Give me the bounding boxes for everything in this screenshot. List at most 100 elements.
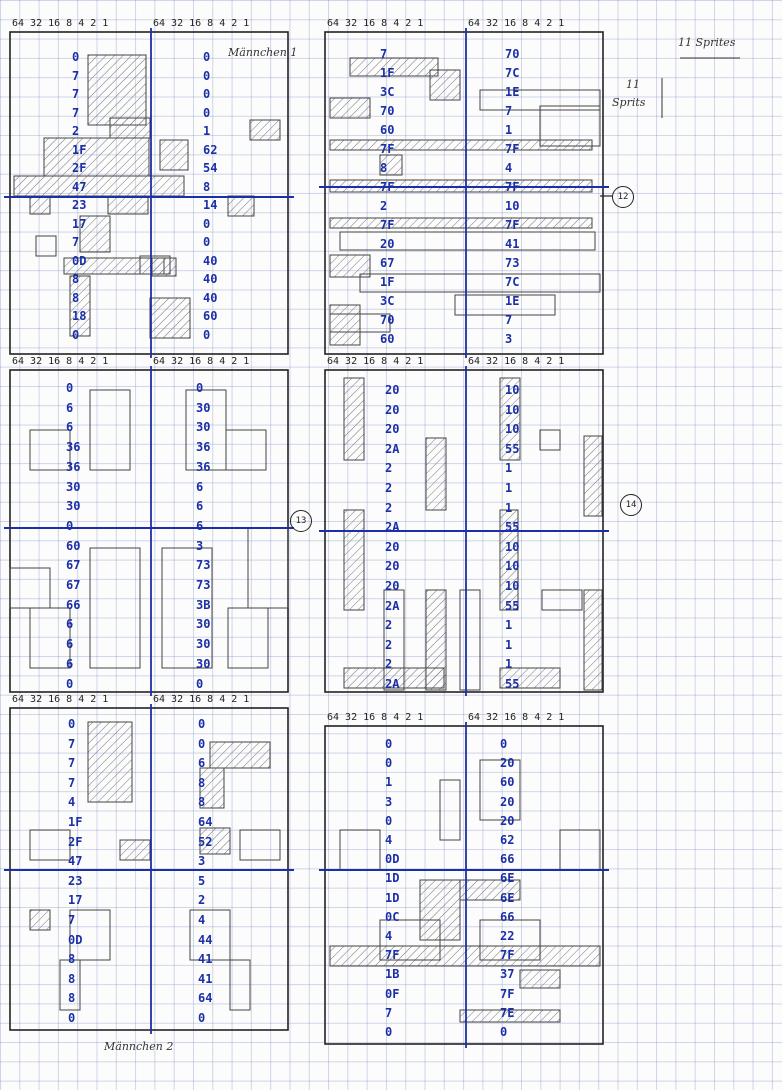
outlined-pixel-block — [479, 919, 541, 961]
figure-number-circle: 14 — [620, 494, 642, 516]
left-hex-value: 2 — [385, 657, 393, 672]
left-hex-value: 0 — [385, 813, 393, 828]
left-hex-value: 7F — [380, 180, 395, 194]
left-hex-value: 47 — [72, 179, 87, 194]
left-hex-value: 8 — [380, 161, 388, 175]
left-hex-value: 7 — [72, 87, 80, 101]
right-hex-value: 0 — [203, 87, 211, 101]
outlined-pixel-block — [89, 389, 131, 471]
right-hex-value: 3 — [505, 332, 513, 346]
left-hex-value: 0C — [385, 909, 400, 924]
outlined-pixel-block — [329, 313, 391, 333]
hatched-pixel-block — [329, 945, 601, 967]
hatched-pixel-block — [343, 509, 365, 611]
hatched-pixel-block — [249, 119, 281, 141]
hatched-pixel-block — [79, 215, 111, 253]
left-hex-value: 2 — [385, 461, 393, 476]
left-hex-value: 0 — [66, 676, 74, 691]
left-hex-value: 30 — [66, 499, 81, 514]
right-hex-value: 1E — [505, 294, 520, 308]
figure-number-circle: 12 — [612, 186, 634, 208]
hatched-pixel-block — [329, 254, 371, 278]
hatched-pixel-block — [29, 909, 51, 931]
left-hex-value: 23 — [68, 873, 83, 888]
right-hex-value: 55 — [505, 677, 520, 691]
right-hex-value: 0 — [203, 105, 211, 120]
left-hex-value: 7 — [68, 913, 76, 927]
right-hex-value: 64 — [198, 815, 213, 829]
left-hex-value: 0D — [68, 932, 83, 947]
right-hex-value: 0 — [198, 717, 206, 731]
outlined-pixel-block — [139, 255, 171, 275]
outlined-pixel-block — [379, 919, 441, 961]
right-hex-value: 10 — [505, 422, 520, 437]
hatched-pixel-block — [329, 304, 361, 346]
right-hex-value: 0 — [203, 68, 211, 83]
left-hex-value: 4 — [68, 795, 76, 810]
outlined-pixel-block — [29, 429, 71, 471]
left-hex-value: 3C — [380, 85, 395, 99]
right-hex-value: 10 — [505, 402, 520, 417]
hatched-pixel-block — [199, 767, 225, 809]
bit-header-left: 64 32 16 8 4 2 1 — [327, 712, 424, 723]
left-hex-value: 2 — [385, 637, 393, 652]
outlined-pixel-block — [29, 829, 71, 861]
hatched-pixel-block — [209, 741, 271, 769]
left-hex-value: 6 — [66, 420, 74, 435]
right-hex-value: 3B — [196, 597, 211, 612]
hatched-pixel-block — [227, 195, 255, 217]
bit-header-left: 64 32 16 8 4 2 1 — [327, 18, 424, 29]
right-hex-value: 7C — [505, 275, 520, 289]
right-hex-value: 44 — [198, 932, 213, 947]
outlined-pixel-block — [539, 429, 561, 451]
left-hex-value: 0F — [385, 986, 400, 1001]
left-hex-value: 47 — [68, 854, 83, 869]
right-hex-value: 40 — [203, 290, 218, 305]
hatched-pixel-block — [329, 217, 593, 229]
bit-header-right: 64 32 16 8 4 2 1 — [468, 712, 565, 723]
left-hex-value: 20 — [385, 539, 400, 554]
hatched-pixel-block — [425, 589, 447, 691]
bit-header-left: 64 32 16 8 4 2 1 — [327, 356, 424, 367]
right-hex-value: 40 — [203, 253, 218, 268]
right-hex-value: 54 — [203, 161, 218, 175]
bit-header-left: 64 32 16 8 4 2 1 — [12, 18, 109, 29]
outlined-pixel-block — [69, 909, 111, 961]
outlined-pixel-block — [229, 959, 251, 1011]
right-hex-value: 20 — [500, 813, 515, 828]
left-hex-value: 1D — [385, 890, 400, 905]
right-hex-value: 0 — [203, 327, 211, 342]
right-hex-value: 1 — [505, 481, 513, 495]
left-hex-value: 8 — [72, 272, 80, 286]
left-hex-value: 2A — [385, 598, 400, 613]
left-hex-value: 0 — [385, 1025, 393, 1039]
left-hex-value: 0D — [385, 852, 400, 867]
hatched-pixel-block — [583, 589, 603, 691]
right-hex-value: 6E — [500, 871, 515, 886]
hatched-pixel-block — [499, 667, 561, 689]
left-hex-value: 20 — [385, 422, 400, 437]
right-hex-value: 10 — [505, 559, 520, 574]
left-hex-value: 36 — [66, 459, 81, 474]
right-hex-value: 7F — [505, 142, 520, 156]
right-hex-value: 20 — [500, 756, 515, 771]
left-hex-value: 2A — [385, 677, 400, 691]
hatched-pixel-block — [159, 139, 189, 171]
right-hex-value: 1 — [203, 124, 211, 138]
hatched-pixel-block — [87, 721, 133, 803]
left-hex-value: 60 — [66, 538, 81, 553]
hatched-pixel-block — [329, 139, 593, 151]
left-hex-value: 0 — [68, 1011, 76, 1025]
annotation-maennchen-1: Männchen 1 — [228, 46, 298, 59]
left-hex-value: 30 — [66, 479, 81, 494]
right-hex-value: 0 — [203, 216, 211, 231]
outlined-pixel-block — [541, 589, 583, 611]
right-hex-value: 66 — [500, 852, 515, 867]
right-hex-value: 5 — [198, 873, 206, 888]
left-hex-value: 0 — [66, 381, 74, 395]
right-hex-value: 1 — [505, 618, 513, 633]
hatched-pixel-block — [87, 54, 147, 126]
hatched-pixel-block — [107, 195, 149, 215]
outlined-pixel-block — [29, 607, 71, 669]
